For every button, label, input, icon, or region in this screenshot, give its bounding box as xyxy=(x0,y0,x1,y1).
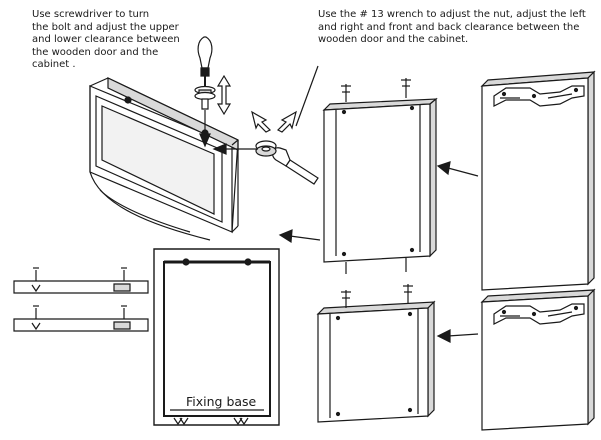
leader-line xyxy=(296,66,318,126)
down-arrow-icon xyxy=(200,110,210,146)
fixing-base-label: Fixing base xyxy=(186,394,257,409)
upper-door-panel xyxy=(324,99,436,262)
direction-arrows-icon xyxy=(252,112,296,132)
wrench-instruction-text: Use the # 13 wrench to adjust the nut, a… xyxy=(318,9,586,45)
fixing-base-frame xyxy=(154,249,279,425)
screw-icon xyxy=(341,78,411,274)
cabinet-illustration xyxy=(90,78,238,240)
upper-rail xyxy=(14,268,148,293)
screw-icon xyxy=(341,284,413,308)
screwdriver-instruction-text: Use screwdriver to turn the bolt and adj… xyxy=(32,9,180,70)
nut-icon xyxy=(256,141,276,156)
lower-rail xyxy=(14,306,148,331)
lower-mounting-panel xyxy=(482,290,594,430)
upper-mounting-panel xyxy=(482,72,594,290)
lower-door-panel xyxy=(318,302,434,422)
arrow-icon xyxy=(438,330,478,342)
up-down-arrow-icon xyxy=(218,76,230,114)
arrow-icon xyxy=(280,230,320,242)
arrow-to-cabinet-icon xyxy=(214,144,258,154)
arrow-icon xyxy=(438,162,478,176)
bolt-icon xyxy=(195,87,215,110)
wrench-icon xyxy=(273,148,318,184)
